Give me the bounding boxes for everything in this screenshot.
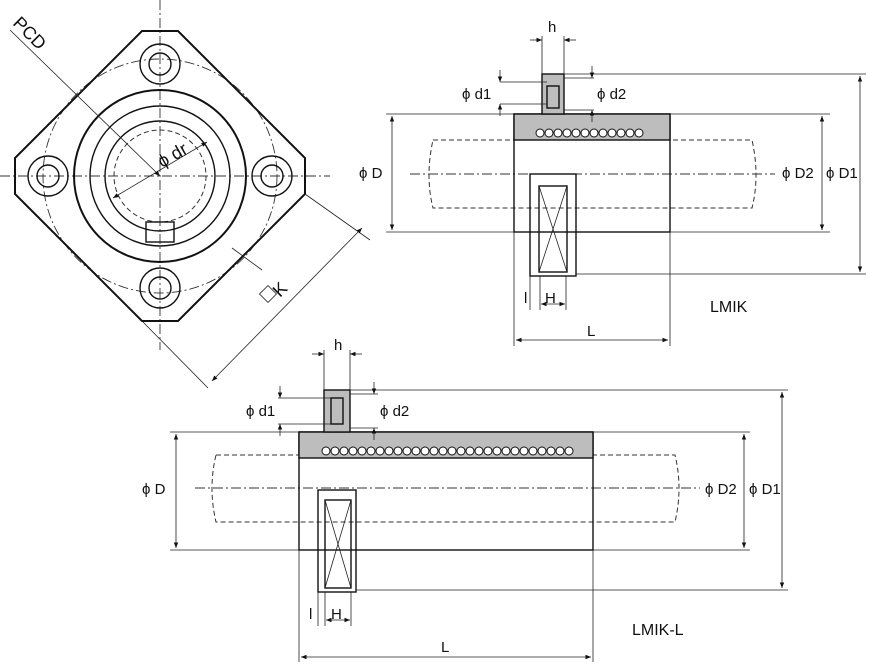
flange-outline <box>14 30 306 322</box>
boss-outer-ring <box>73 89 247 263</box>
lmik-l-H-label: H <box>331 606 342 623</box>
k-label: K <box>269 278 292 301</box>
bearing-ball <box>465 446 475 456</box>
bearing-ball <box>537 446 547 456</box>
lmik-D2-label: ϕ D2 <box>782 165 814 182</box>
lmik-l-flange-bolt <box>324 499 352 589</box>
lmik-l-label: l <box>524 290 527 307</box>
bearing-bore <box>104 120 216 232</box>
lmik-l-D-label: ϕ D <box>142 481 166 498</box>
bearing-ball <box>411 446 421 456</box>
bearing-ball <box>492 446 502 456</box>
lmik-l-side-view: h ϕ d1 ϕ d2 ϕ D ϕ D2 ϕ D1 l H L LMIK-L <box>142 337 788 662</box>
lmik-l-ball-row <box>321 446 574 456</box>
lmik-L-label: L <box>587 323 595 340</box>
lmik-ball-row <box>535 128 644 138</box>
k-dimension-line <box>211 227 363 382</box>
lmik-l-shaft-outline <box>211 454 680 523</box>
bearing-ball <box>438 446 448 456</box>
lmik-h-label: h <box>548 19 556 36</box>
lmik-model-label: LMIK <box>710 299 748 316</box>
pcd-leader-line <box>9 29 161 177</box>
lmik-lube-hole <box>546 85 560 109</box>
k-extension-2 <box>141 320 209 389</box>
bearing-ball <box>535 128 545 138</box>
bearing-ball <box>456 446 466 456</box>
bearing-ball <box>366 446 376 456</box>
lmik-D1-label: ϕ D1 <box>826 165 858 182</box>
lmik-d2-label: ϕ d2 <box>597 86 626 103</box>
bearing-ball <box>634 128 644 138</box>
bearing-ball <box>519 446 529 456</box>
lmik-H-label: H <box>545 290 556 307</box>
bearing-ball <box>429 446 439 456</box>
bearing-ball <box>607 128 617 138</box>
bearing-ball <box>544 128 554 138</box>
square-symbol <box>258 284 278 304</box>
bearing-ball <box>420 446 430 456</box>
bearing-ball <box>589 128 599 138</box>
front-view: PCD ϕ dr K <box>0 0 371 389</box>
bearing-ball <box>625 128 635 138</box>
bearing-ball <box>501 446 511 456</box>
lmik-l-lube-hole <box>330 397 344 425</box>
pcd-label: PCD <box>9 13 50 54</box>
boss-inner-ring <box>89 105 231 247</box>
lmik-shaft-outline <box>428 139 757 209</box>
bearing-ball <box>393 446 403 456</box>
dr-dimension-line <box>112 141 208 199</box>
pcd-circle <box>42 58 278 294</box>
bearing-ball <box>528 446 538 456</box>
keyway-notch <box>145 221 175 243</box>
k-leader-short <box>231 247 263 271</box>
bearing-ball <box>546 446 556 456</box>
lmik-l-l-label: l <box>309 606 312 623</box>
bearing-ball <box>375 446 385 456</box>
bearing-ball <box>483 446 493 456</box>
bearing-ball <box>564 446 574 456</box>
lmik-l-model-label: LMIK-L <box>632 622 684 639</box>
bearing-ball <box>348 446 358 456</box>
bearing-ball <box>330 446 340 456</box>
lmik-l-L-label: L <box>441 639 449 656</box>
lmik-l-h-label: h <box>334 337 342 354</box>
lmik-side-view: h ϕ d1 ϕ d2 ϕ D ϕ D2 ϕ D1 l H L LMIK <box>359 19 866 346</box>
bearing-ball <box>384 446 394 456</box>
lmik-flange <box>529 173 577 277</box>
bearing-ball <box>357 446 367 456</box>
lmik-d1-label: ϕ d1 <box>462 86 491 103</box>
bearing-ball <box>580 128 590 138</box>
bearing-ball <box>571 128 581 138</box>
k-extension-1 <box>304 193 371 241</box>
lmik-D-label: ϕ D <box>359 165 383 182</box>
bearing-ball <box>555 446 565 456</box>
bearing-ball <box>474 446 484 456</box>
lmik-l-D2-label: ϕ D2 <box>705 481 737 498</box>
bearing-ball <box>447 446 457 456</box>
bearing-ball <box>339 446 349 456</box>
lmik-l-d1-label: ϕ d1 <box>246 403 275 420</box>
bearing-ball <box>553 128 563 138</box>
bearing-ball <box>402 446 412 456</box>
bearing-ball <box>510 446 520 456</box>
bearing-ball <box>321 446 331 456</box>
bearing-ball <box>616 128 626 138</box>
lmik-flange-bolt <box>538 185 568 273</box>
lmik-l-lube-fitting <box>323 389 351 433</box>
lmik-l-D1-label: ϕ D1 <box>749 481 781 498</box>
bolt-holes <box>27 43 293 309</box>
bearing-ball <box>598 128 608 138</box>
bearing-ball <box>562 128 572 138</box>
lmik-l-d2-label: ϕ d2 <box>380 403 409 420</box>
lmik-l-flange <box>317 489 357 593</box>
dr-label: ϕ dr <box>154 139 191 172</box>
